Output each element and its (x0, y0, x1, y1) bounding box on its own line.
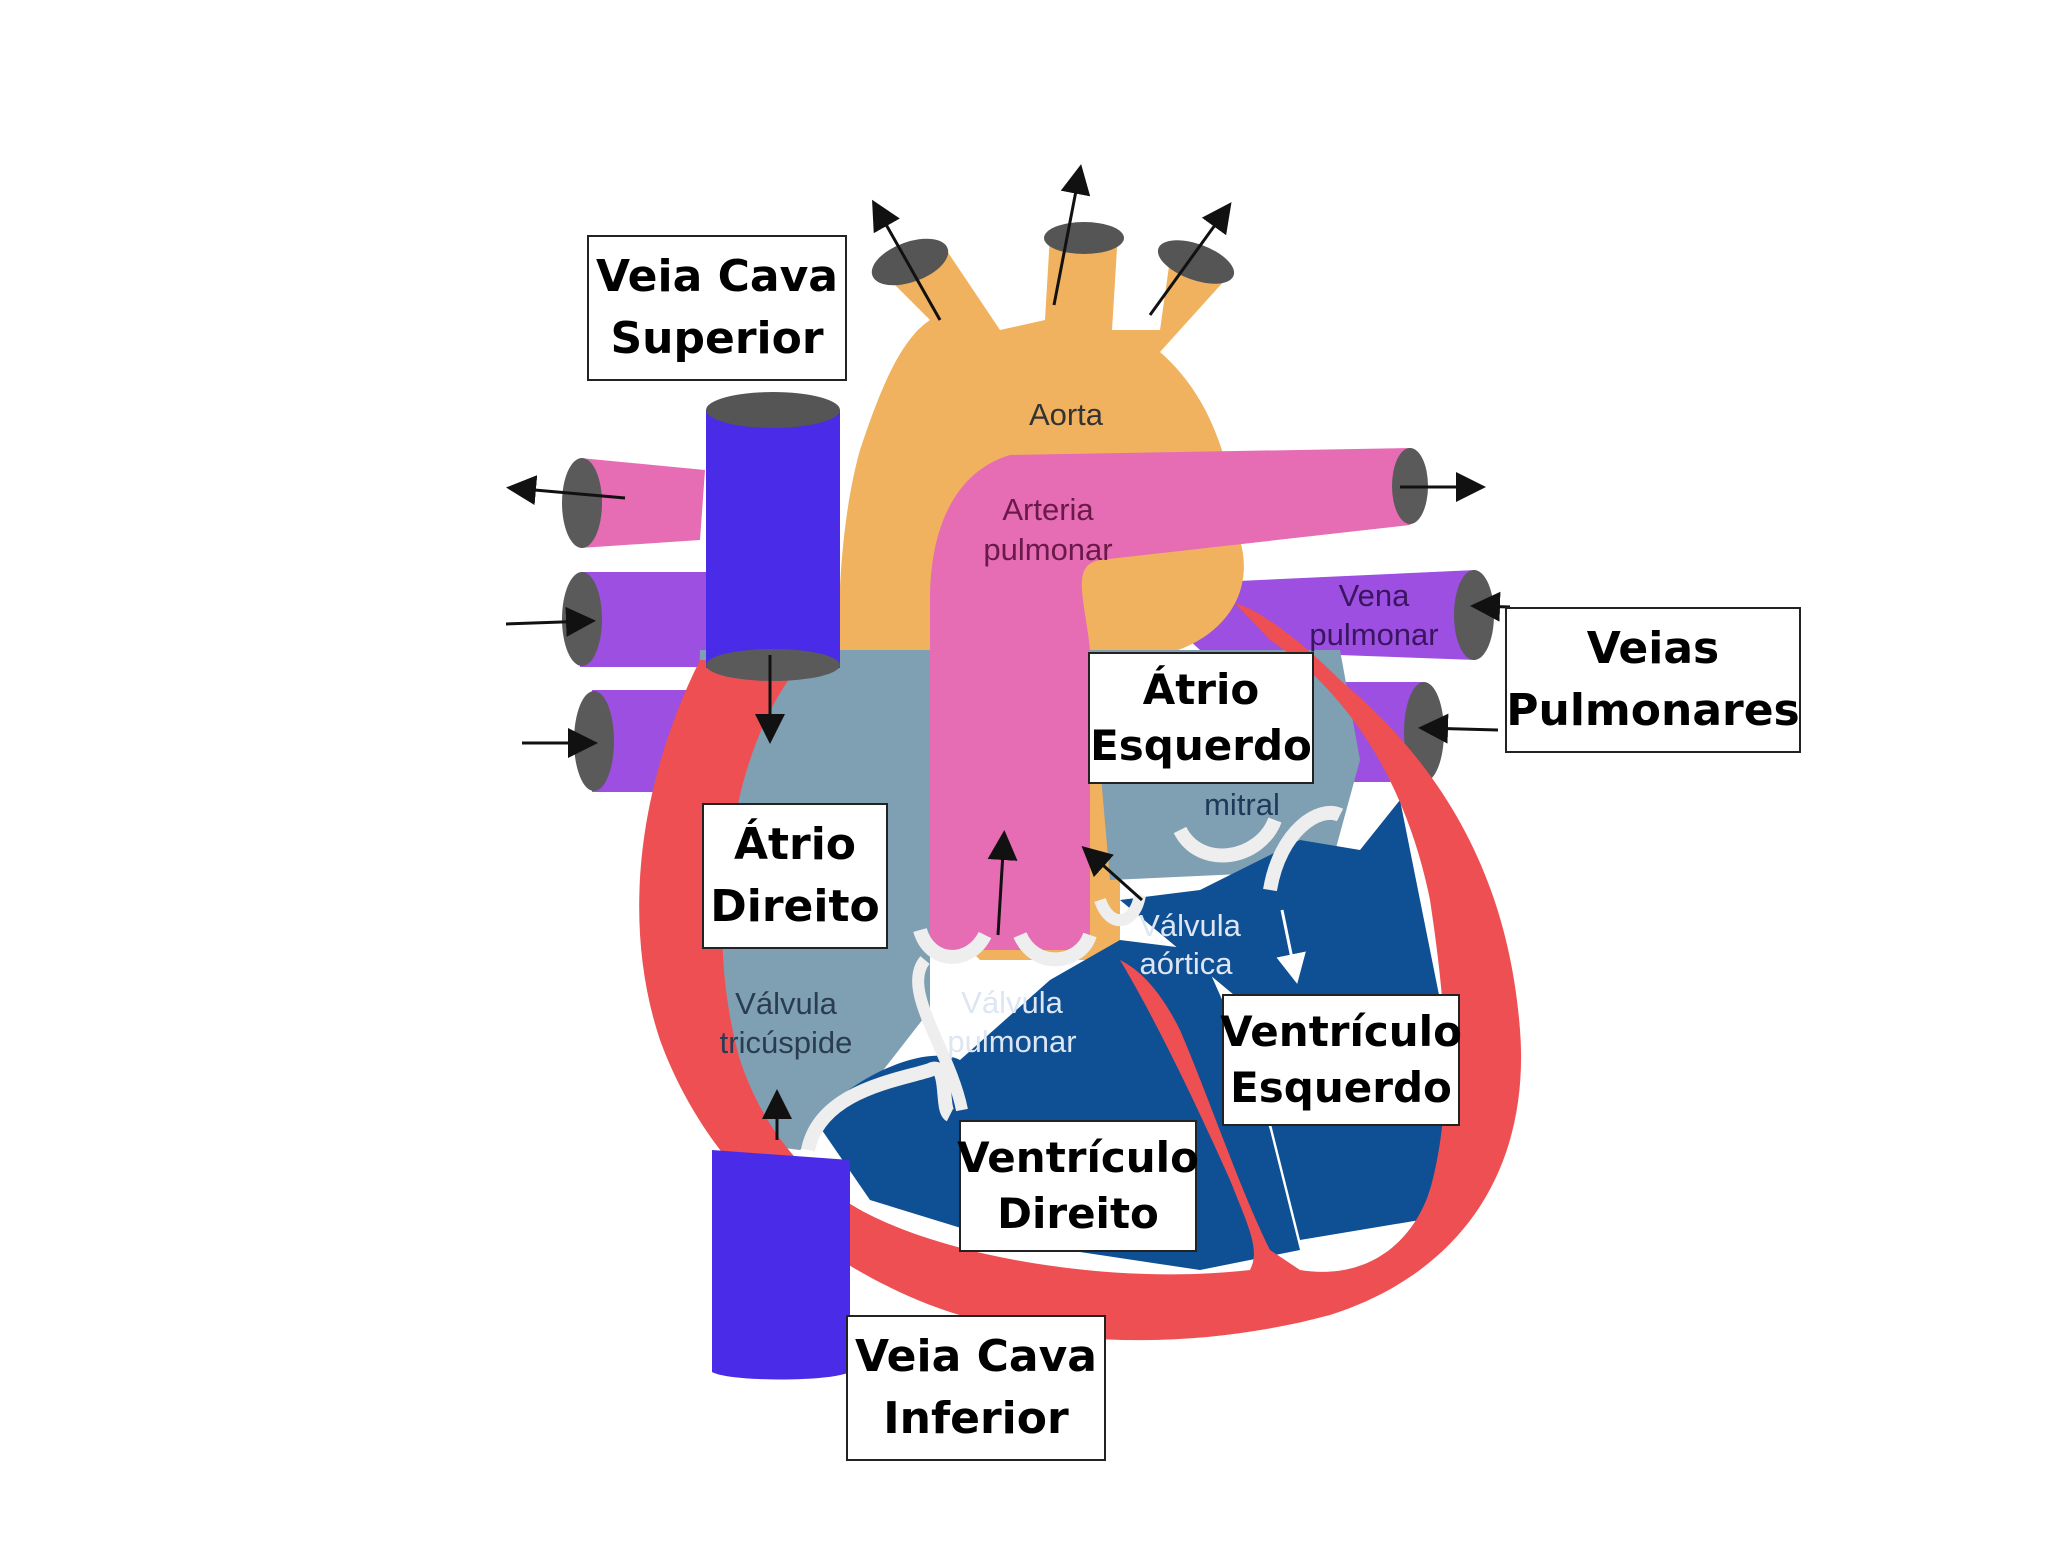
label-vena-2: pulmonar (1309, 617, 1438, 652)
callout-veia-cava-inferior-line1: Veia Cava (855, 1331, 1097, 1382)
callout-ventriculo-esquerdo: Ventrículo Esquerdo (1220, 994, 1462, 1126)
callout-atrio-direito: Átrio Direito (702, 803, 888, 949)
callout-ventriculo-esquerdo-line2: Esquerdo (1230, 1063, 1452, 1112)
pulmonary-valve-cusp-right (1013, 931, 1097, 967)
arrow-vein-in-3 (1470, 591, 1511, 622)
label-valvula-aortica-2: aórtica (1139, 946, 1233, 981)
arrow-aorta-2 (1052, 164, 1091, 306)
callout-veias-pulmonares: Veias Pulmonares (1505, 607, 1801, 753)
aortic-valve-cusp (1094, 893, 1146, 926)
label-arteria-1: Arteria (1002, 492, 1094, 527)
mitral-valve-cusp-left (1173, 817, 1282, 863)
label-valvula-tricuspide-1: Válvula (735, 986, 837, 1021)
callout-veia-cava-inferior: Veia Cava Inferior (846, 1315, 1106, 1461)
callout-atrio-esquerdo: Átrio Esquerdo (1088, 652, 1314, 784)
label-arteria-2: pulmonar (983, 532, 1112, 567)
callout-atrio-esquerdo-line1: Átrio (1142, 665, 1260, 714)
label-valvula-pulmonar-2: pulmonar (947, 1024, 1076, 1059)
callout-veia-cava-superior: Veia Cava Superior (587, 235, 847, 381)
mitral-valve-cusp-right (1263, 805, 1344, 892)
pulmonary-valve-cusp-left (913, 927, 992, 964)
aorta-branch-1-opening (871, 238, 949, 286)
callout-atrio-esquerdo-line2: Esquerdo (1090, 721, 1312, 770)
tricuspid-valve-inner (912, 956, 968, 1112)
arrow-aorta-1 (872, 199, 942, 321)
label-mitral: mitral (1204, 787, 1280, 822)
arrow-aorta-3 (1148, 202, 1232, 316)
inferior-vena-cava (712, 1150, 850, 1380)
superior-vena-cava-opening (706, 392, 840, 428)
pulmonary-artery-left-branch (580, 458, 705, 548)
callout-ventriculo-direito: Ventrículo Direito (957, 1120, 1199, 1252)
arrow-vein-in-1 (505, 606, 596, 637)
label-valvula-tricuspide-2: tricúspide (720, 1025, 853, 1060)
label-valvula-pulmonar-1: Válvula (961, 985, 1063, 1020)
callout-veia-cava-inferior-line2: Inferior (883, 1393, 1069, 1444)
callout-veia-cava-superior-line1: Veia Cava (596, 251, 838, 302)
arrow-mitral-down (1276, 909, 1306, 984)
callout-veias-pulmonares-line1: Veias (1586, 623, 1720, 674)
label-aorta: Aorta (1029, 397, 1104, 432)
callout-atrio-direito-line2: Direito (710, 881, 880, 932)
callout-veias-pulmonares-line2: Pulmonares (1506, 685, 1800, 736)
arrow-pulmonary-up (987, 830, 1018, 936)
callout-atrio-direito-line1: Átrio (733, 819, 857, 870)
superior-vena-cava-lower-opening (706, 649, 840, 681)
pulmonary-artery-trunk (930, 448, 1419, 950)
arrow-vein-in-4 (1418, 713, 1499, 744)
callout-ventriculo-direito-line2: Direito (997, 1189, 1159, 1238)
superior-vena-cava (706, 410, 840, 668)
aorta-branch-3-opening (1157, 240, 1235, 284)
label-vena-1: Vena (1339, 578, 1410, 613)
aorta-branch-2-opening (1044, 222, 1124, 254)
tricuspid-valve (801, 1061, 956, 1152)
label-valvula-aortica-1: Válvula (1139, 908, 1241, 943)
arrow-aortic-up (1081, 846, 1143, 902)
left-pulmonary-vein-upper-opening (1454, 570, 1494, 660)
right-pulmonary-vein-upper-opening (562, 572, 602, 666)
callout-ventriculo-esquerdo-line1: Ventrículo (1220, 1007, 1462, 1056)
pulmonary-artery-left-opening (562, 458, 602, 548)
callout-veia-cava-superior-line2: Superior (610, 313, 824, 364)
arrow-pulmonary-left (506, 475, 626, 506)
callout-ventriculo-direito-line1: Ventrículo (957, 1133, 1199, 1182)
right-pulmonary-vein-lower-opening (574, 691, 614, 791)
